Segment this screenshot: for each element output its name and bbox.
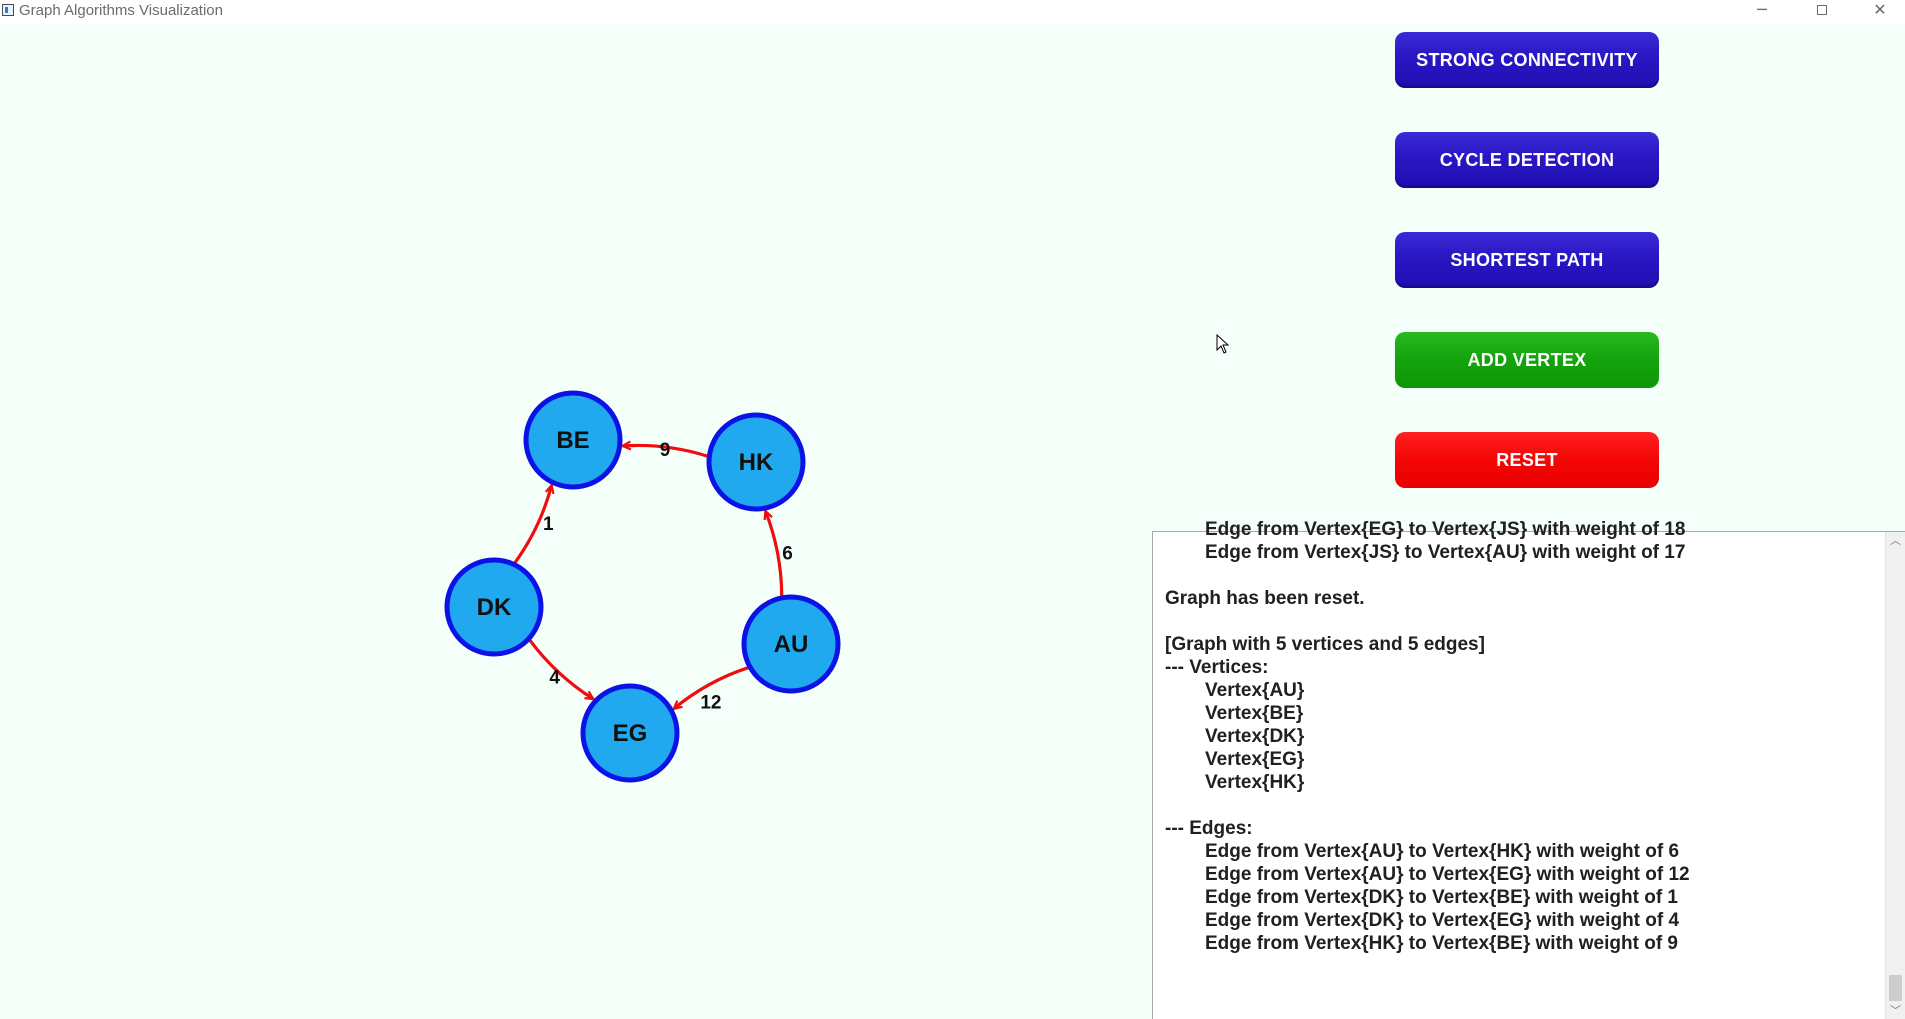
vertex-hk[interactable]: HK	[706, 412, 806, 512]
scroll-up-arrow-icon[interactable]: ︿	[1890, 534, 1901, 547]
shortest-path-button[interactable]: SHORTEST PATH	[1395, 232, 1659, 288]
vertex-label: AU	[774, 631, 809, 658]
app-icon	[2, 4, 14, 16]
log-line: Edge from Vertex{EG} to Vertex{JS} with …	[1205, 519, 1686, 540]
restore-icon[interactable]	[1800, 0, 1844, 22]
title-bar: Graph Algorithms Visualization ─ ✕	[0, 0, 1905, 24]
vertex-circle[interactable]	[580, 683, 680, 783]
vertex-label: DK	[477, 594, 512, 621]
scroll-thumb[interactable]	[1889, 975, 1902, 1001]
log-line: [Graph with 5 vertices and 5 edges]	[1165, 634, 1485, 655]
vertex-label: EG	[613, 720, 648, 747]
edge-au-eg[interactable]	[674, 666, 749, 709]
cycle-detection-button[interactable]: CYCLE DETECTION	[1395, 132, 1659, 188]
scroll-down-arrow-icon[interactable]: ﹀	[1890, 1004, 1901, 1017]
vertex-circle[interactable]	[523, 390, 623, 490]
strong-connectivity-button[interactable]: STRONG CONNECTIVITY	[1395, 32, 1659, 88]
log-line: Graph has been reset.	[1165, 588, 1365, 609]
log-blank-line	[1165, 610, 1883, 633]
log-scrollbar[interactable]: ︿ ﹀	[1885, 532, 1905, 1019]
vertex-dk[interactable]: DK	[444, 557, 544, 657]
vertex-eg[interactable]: EG	[580, 683, 680, 783]
log-line: Vertex{HK}	[1205, 772, 1305, 793]
reset-button[interactable]: RESET	[1395, 432, 1659, 488]
output-log-panel[interactable]: Edge from Vertex{EG} to Vertex{JS} with …	[1152, 519, 1905, 1019]
vertex-circle[interactable]	[706, 412, 806, 512]
log-line: Vertex{EG}	[1205, 749, 1305, 770]
log-blank-line	[1165, 564, 1883, 587]
mouse-cursor-icon	[1216, 333, 1230, 354]
minimize-icon[interactable]: ─	[1757, 0, 1767, 19]
graph-canvas[interactable]: 9 1 6 4 12 BE HK DK AU EG	[0, 24, 1140, 824]
vertex-be[interactable]: BE	[523, 390, 623, 490]
vertex-circle[interactable]	[444, 557, 544, 657]
output-log-text: Edge from Vertex{EG} to Vertex{JS} with …	[1153, 519, 1883, 955]
edge-weight-label: 4	[549, 668, 560, 689]
edge-dk-eg[interactable]	[528, 639, 593, 701]
vertex-circle[interactable]	[741, 594, 841, 694]
log-line: Edge from Vertex{JS} to Vertex{AU} with …	[1205, 542, 1686, 563]
log-line: Edge from Vertex{DK} to Vertex{BE} with …	[1205, 887, 1678, 908]
edge-weight-label: 12	[700, 692, 721, 713]
log-line: Edge from Vertex{HK} to Vertex{BE} with …	[1205, 933, 1678, 954]
log-line: Edge from Vertex{DK} to Vertex{EG} with …	[1205, 910, 1680, 931]
edge-weight-label: 1	[543, 514, 554, 535]
edge-weight-label: 6	[782, 543, 793, 564]
close-icon[interactable]: ✕	[1873, 0, 1887, 19]
vertex-au[interactable]: AU	[741, 594, 841, 694]
log-line: Edge from Vertex{AU} to Vertex{EG} with …	[1205, 864, 1690, 885]
log-line: Vertex{DK}	[1205, 726, 1305, 747]
edge-au-hk[interactable]	[765, 511, 784, 596]
log-line: Vertex{AU}	[1205, 680, 1305, 701]
log-line: --- Vertices:	[1165, 657, 1269, 678]
log-line: Vertex{BE}	[1205, 703, 1304, 724]
window-title: Graph Algorithms Visualization	[19, 2, 223, 19]
vertex-label: BE	[556, 427, 589, 454]
edge-weight-label: 9	[660, 440, 671, 461]
edge-dk-be[interactable]	[513, 485, 552, 564]
log-line: Edge from Vertex{AU} to Vertex{HK} with …	[1205, 841, 1680, 862]
log-blank-line	[1165, 794, 1883, 817]
log-line: --- Edges:	[1165, 818, 1253, 839]
edge-hk-be[interactable]	[623, 445, 708, 458]
add-vertex-button[interactable]: ADD VERTEX	[1395, 332, 1659, 388]
vertex-label: HK	[739, 449, 774, 476]
